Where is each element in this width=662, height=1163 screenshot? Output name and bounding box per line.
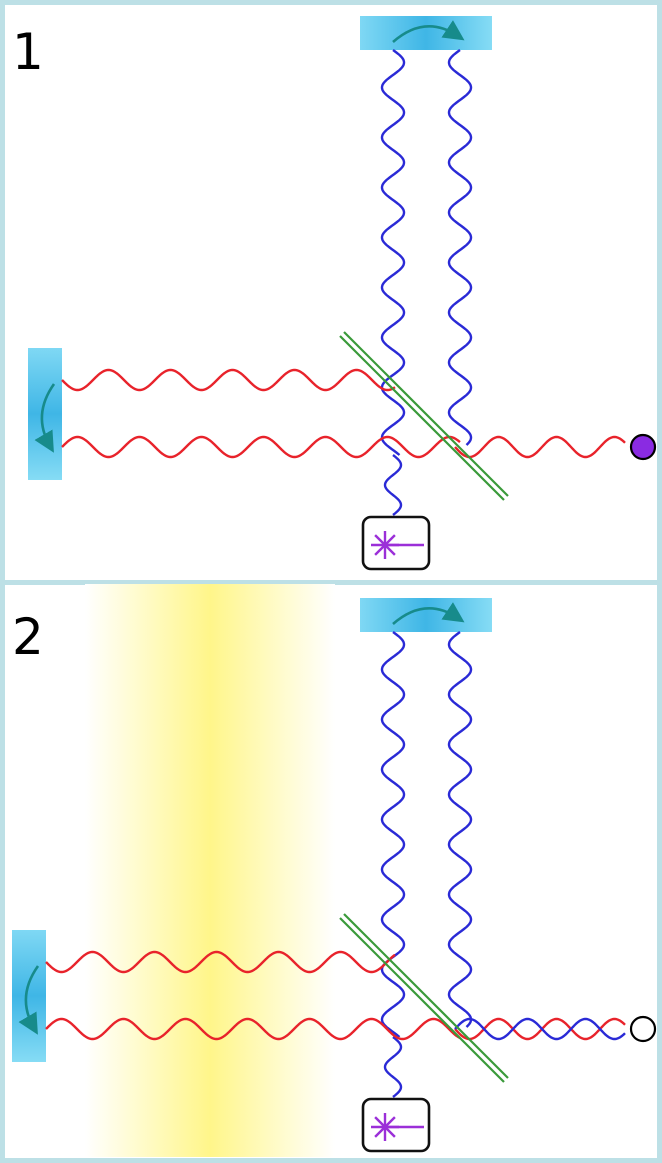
panel-2: [12, 584, 657, 1157]
top-mirror: [360, 16, 492, 50]
source-wave: [383, 454, 403, 516]
curved-arrow-icon: [34, 383, 56, 453]
photon-source-box: [361, 1097, 431, 1153]
top-mirror: [360, 598, 492, 632]
detector-dot-icon: [629, 1015, 657, 1043]
absorber-region: [85, 584, 335, 1157]
blue-wave-right: [447, 49, 473, 446]
blue-wave-right: [447, 631, 473, 1028]
red-wave-lower: [61, 435, 461, 459]
curved-arrow-icon: [392, 20, 465, 43]
source-wave: [383, 1036, 403, 1098]
beam-splitter-line-a: [343, 913, 509, 1079]
left-mirror: [12, 930, 46, 1062]
output-red-wave: [454, 435, 626, 459]
red-wave-upper: [61, 368, 396, 392]
curved-arrow-icon: [18, 965, 40, 1035]
beam-splitter-line-b: [339, 917, 505, 1083]
blue-wave-left: [380, 631, 406, 1038]
photon-source-box: [361, 515, 431, 571]
panel-1: [28, 16, 657, 571]
beam-splitter-line-b: [339, 335, 505, 501]
curved-arrow-icon: [392, 602, 465, 625]
panel-2-label: 2: [12, 608, 44, 666]
red-wave-lower: [45, 1017, 461, 1041]
red-wave-upper: [45, 950, 396, 974]
output-blue-wave: [454, 1017, 626, 1041]
detector-dot-icon: [629, 433, 657, 461]
beam-splitter-line-a: [343, 331, 509, 497]
left-mirror: [28, 348, 62, 480]
panel-1-background: [5, 5, 657, 580]
panel-1-label: 1: [12, 23, 44, 81]
